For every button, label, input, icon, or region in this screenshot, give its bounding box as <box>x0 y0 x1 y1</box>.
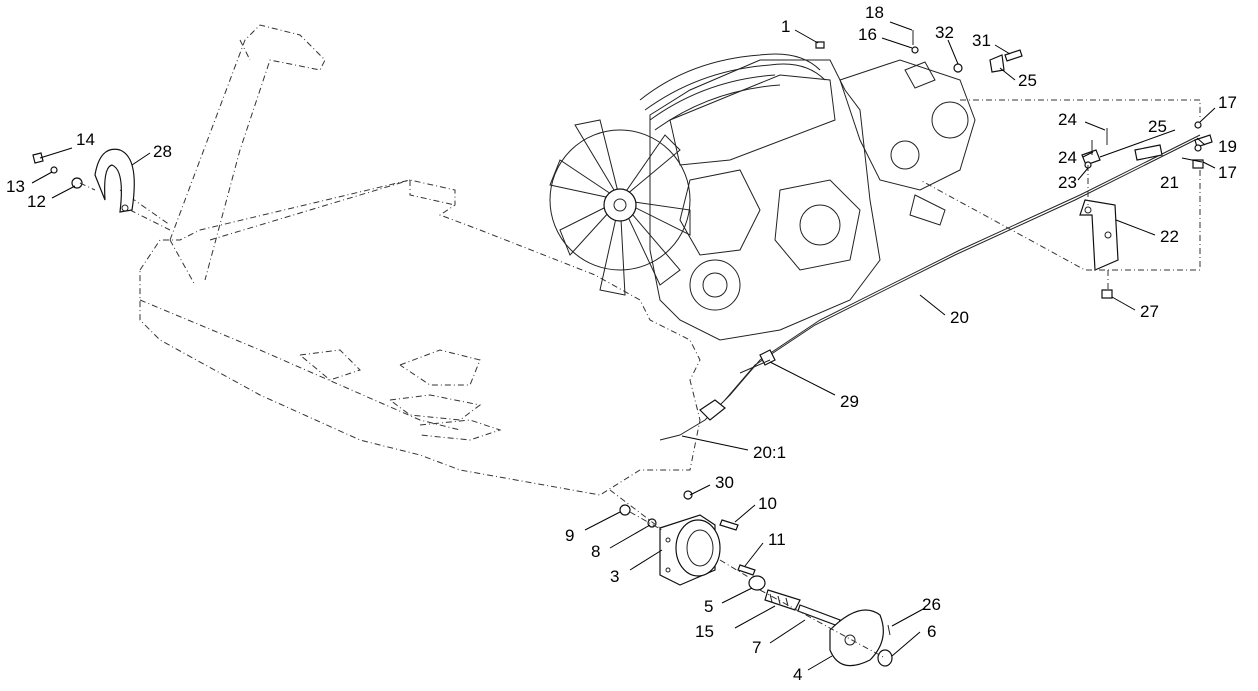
callout-12: 12 <box>27 192 46 211</box>
callout-23: 23 <box>1058 173 1077 192</box>
callout-7: 7 <box>752 638 761 657</box>
fan <box>549 119 691 296</box>
callout-4: 4 <box>793 665 802 684</box>
callout-24-upper: 24 <box>1058 110 1077 129</box>
callout-20-1: 20:1 <box>753 443 786 462</box>
callout-22: 22 <box>1160 227 1179 246</box>
callout-16: 16 <box>858 25 877 44</box>
frame-outline <box>119 24 701 496</box>
callout-21: 21 <box>1160 173 1179 192</box>
right-hardware <box>815 30 1213 299</box>
callout-17-bottom: 17 <box>1218 163 1237 182</box>
callout-8: 8 <box>591 542 600 561</box>
hardware-12-13-14 <box>32 152 83 189</box>
bracket-22 <box>1079 199 1119 271</box>
callout-10: 10 <box>758 494 777 513</box>
engine <box>549 53 976 341</box>
callout-20: 20 <box>950 308 969 327</box>
phantom-lines <box>79 99 1201 659</box>
callout-27: 27 <box>1140 302 1159 321</box>
callout-29: 29 <box>840 392 859 411</box>
callout-1: 1 <box>781 17 790 36</box>
callout-17-top: 17 <box>1218 93 1237 112</box>
callout-31: 31 <box>972 31 991 50</box>
callout-5: 5 <box>704 597 713 616</box>
callout-25-top: 25 <box>1018 71 1037 90</box>
leader-lines <box>31 21 1216 671</box>
callout-14: 14 <box>76 130 95 149</box>
callout-28: 28 <box>153 142 172 161</box>
callout-30: 30 <box>715 473 734 492</box>
callout-15: 15 <box>695 622 714 641</box>
clamp-28 <box>94 148 135 213</box>
shaft-assembly <box>748 575 893 667</box>
callout-6: 6 <box>927 622 936 641</box>
callout-24-lower: 24 <box>1058 148 1077 167</box>
callouts: 1 18 16 32 31 25 17 24 25 19 24 23 21 17… <box>6 3 1237 684</box>
callout-9: 9 <box>565 526 574 545</box>
callout-25-mid: 25 <box>1148 117 1167 136</box>
callout-11: 11 <box>768 530 786 549</box>
callout-13: 13 <box>6 177 25 196</box>
callout-18: 18 <box>865 3 884 22</box>
callout-3: 3 <box>610 567 619 586</box>
callout-32: 32 <box>935 23 954 42</box>
bearing-housing-3 <box>659 514 721 586</box>
cable-20 <box>659 134 1201 441</box>
callout-26: 26 <box>922 595 941 614</box>
callout-19: 19 <box>1218 137 1237 156</box>
